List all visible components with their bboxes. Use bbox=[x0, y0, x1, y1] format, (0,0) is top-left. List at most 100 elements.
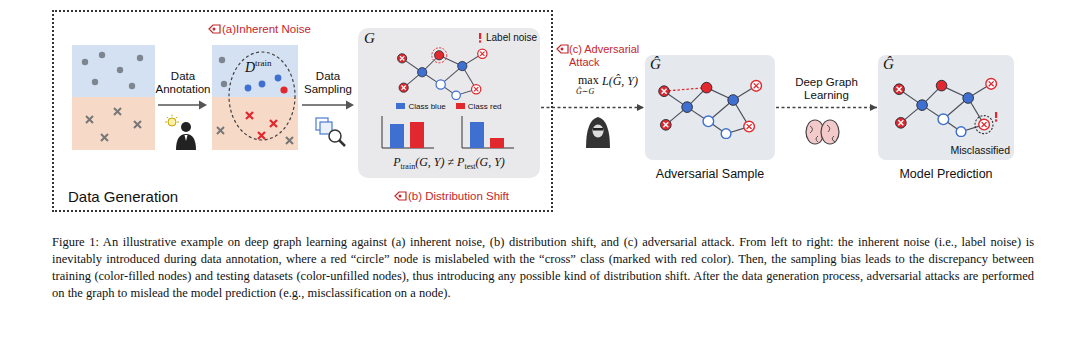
formula-part: (G, Y) bbox=[476, 155, 505, 169]
step-arrow-part bbox=[199, 101, 207, 110]
superscript: train bbox=[255, 58, 272, 68]
legend-text: Class red bbox=[468, 102, 502, 111]
annotator-icon-part bbox=[176, 134, 196, 150]
tag-icon-part bbox=[557, 45, 568, 53]
graph-illustration-part bbox=[479, 40, 481, 42]
annotated-data-panel-part bbox=[245, 85, 252, 92]
category-tag: (b) Distribution Shift bbox=[408, 190, 509, 203]
graph-illustration-part bbox=[894, 79, 997, 137]
tag-icon-part bbox=[399, 195, 401, 197]
raw-data-panel-part-part bbox=[114, 108, 121, 115]
graph-panel: ĜAdversarial Sample bbox=[645, 55, 775, 160]
sampling-icon-part bbox=[339, 140, 345, 146]
annotated-data-panel-part bbox=[246, 112, 277, 139]
annotated-data-panel-part bbox=[221, 81, 227, 87]
annotated-data-panel-part bbox=[280, 86, 287, 93]
graph-illustration-part bbox=[664, 88, 707, 92]
tag-icon-part bbox=[561, 48, 563, 50]
raw-data-panel-part-part bbox=[101, 134, 108, 141]
legend-item: Class red bbox=[456, 102, 502, 111]
graph-illustration-part bbox=[390, 124, 404, 148]
raw-data-panel-part-part bbox=[137, 55, 143, 61]
step-arrow bbox=[158, 101, 354, 110]
legend: Class blue Class red bbox=[358, 102, 540, 111]
step-arrow-part bbox=[158, 104, 200, 106]
annotated-data-panel-part-part bbox=[217, 127, 224, 134]
graph-symbol: G bbox=[364, 30, 375, 47]
brain-icon-part bbox=[810, 125, 835, 142]
raw-data-panel-part bbox=[72, 97, 155, 150]
noise-note: Label noise bbox=[486, 32, 537, 44]
subscript: train bbox=[400, 162, 415, 171]
annotated-data-panel bbox=[212, 45, 298, 150]
annotated-data-panel-part bbox=[275, 75, 282, 82]
raw-data-panel-part-part bbox=[134, 121, 141, 128]
graph-illustration-part bbox=[470, 122, 484, 148]
raw-data-panel-part-part bbox=[99, 52, 105, 58]
raw-data-panel-part bbox=[72, 45, 155, 97]
annotated-data-panel-part bbox=[212, 45, 298, 97]
annotated-data-panel-part bbox=[219, 57, 225, 63]
graph-illustration-part bbox=[995, 112, 997, 118]
annotator-icon-part bbox=[165, 115, 179, 123]
annotated-data-panel-part-part bbox=[258, 132, 265, 139]
raw-data-panel-part-part bbox=[129, 83, 135, 89]
step-arrow-part bbox=[302, 104, 347, 106]
category-tag: (a)Inherent Noise bbox=[222, 23, 311, 36]
graph-illustration-part bbox=[975, 116, 993, 134]
dotted-arrow bbox=[541, 107, 644, 109]
annotator-icon-part bbox=[168, 118, 176, 126]
status-note: Misclassified bbox=[950, 144, 1010, 156]
graph-illustration-part bbox=[462, 116, 514, 148]
legend-swatch bbox=[396, 103, 405, 109]
dotted-group-box: Data Generation G Label noise bbox=[52, 10, 553, 212]
formula: Ptrain(G, Y) ≠ Ptest(G, Y) bbox=[358, 152, 540, 171]
annotated-data-panel-part bbox=[229, 52, 295, 140]
annotated-data-panel-part-part bbox=[246, 112, 253, 119]
graph-illustration-part bbox=[410, 122, 424, 148]
raw-data-panel-part bbox=[86, 108, 141, 141]
attacker-icon bbox=[586, 117, 610, 148]
panel-caption: Adversarial Sample bbox=[615, 167, 805, 181]
dotted-arrow bbox=[776, 107, 877, 109]
annotated-data-panel-part bbox=[217, 127, 293, 144]
step-arrow-part bbox=[346, 101, 354, 110]
graph-illustration-part bbox=[995, 119, 997, 121]
formula-part: max bbox=[578, 73, 599, 88]
legend-text: Class blue bbox=[408, 102, 445, 111]
figure-caption: Figure 1: An illustrative example on dee… bbox=[52, 234, 1034, 302]
annotated-data-panel-part bbox=[212, 97, 298, 150]
legend-item: Class blue bbox=[396, 102, 445, 111]
annotated-data-panel-part bbox=[259, 81, 266, 88]
graph-symbol: Ĝ bbox=[883, 56, 894, 73]
raw-data-panel-part-part bbox=[86, 116, 93, 123]
raw-data-panel-part-part bbox=[117, 67, 123, 73]
attacker-icon-part bbox=[593, 128, 603, 131]
graph-illustration-part bbox=[659, 81, 762, 139]
subscript: Ĝ∼G bbox=[576, 87, 594, 96]
legend-swatch bbox=[456, 103, 465, 109]
annotator-icon bbox=[165, 115, 196, 151]
raw-data-panel bbox=[72, 45, 155, 150]
formula-part: L(Ĝ, Y) bbox=[602, 74, 638, 89]
step-label: Data Sampling bbox=[299, 70, 357, 96]
attacker-icon-part bbox=[593, 125, 604, 138]
dataset-symbol: D bbox=[245, 60, 255, 76]
group-title: Data Generation bbox=[68, 188, 178, 205]
formula-part: (G, Y) ≠ P bbox=[415, 155, 464, 169]
graph-illustration bbox=[645, 55, 775, 160]
tag-icon-part bbox=[209, 25, 220, 33]
annotated-data-panel-part-part bbox=[270, 120, 277, 127]
panel-caption: Model Prediction bbox=[848, 167, 1044, 181]
brain-icon bbox=[806, 120, 839, 144]
edge-label: (c) Adversarial Attack bbox=[569, 43, 645, 69]
edge-label: Deep Graph Learning bbox=[787, 76, 867, 102]
graph-illustration-part bbox=[397, 49, 486, 100]
graph-symbol: Ĝ bbox=[650, 56, 661, 73]
raw-data-panel-part-part bbox=[92, 79, 98, 85]
graph-illustration-part bbox=[479, 33, 481, 39]
raw-data-panel-part bbox=[82, 52, 143, 89]
raw-data-panel-part-part bbox=[82, 59, 88, 65]
